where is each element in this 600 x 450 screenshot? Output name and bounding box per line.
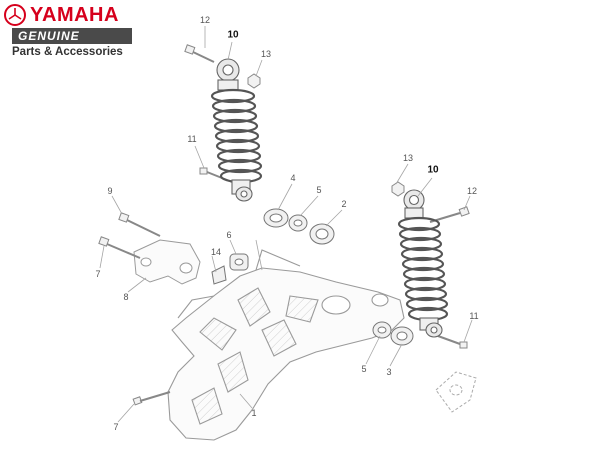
callout-13-right: 13 bbox=[402, 153, 414, 163]
bolt-7-upper bbox=[98, 236, 141, 259]
callout-5-upper: 5 bbox=[316, 185, 322, 195]
callout-2: 2 bbox=[341, 199, 347, 209]
part-3 bbox=[390, 326, 414, 346]
lower-right-mount bbox=[435, 371, 477, 413]
brand-subline: Parts & Accessories bbox=[12, 46, 123, 58]
callout-7-upper: 7 bbox=[95, 269, 101, 279]
callout-12-left: 12 bbox=[199, 15, 211, 25]
bolt-7-lower bbox=[132, 391, 171, 406]
leader-lines bbox=[99, 26, 473, 423]
shock-absorber-right bbox=[397, 189, 449, 338]
shock-absorber-left bbox=[210, 58, 263, 202]
callout-8: 8 bbox=[123, 292, 129, 302]
part-4 bbox=[263, 208, 289, 228]
callout-1: 1 bbox=[251, 408, 257, 418]
swing-arm-frame bbox=[167, 249, 405, 441]
callout-5-lower: 5 bbox=[361, 364, 367, 374]
nut-13-right bbox=[391, 181, 405, 197]
callout-4: 4 bbox=[290, 173, 296, 183]
callout-14: 14 bbox=[210, 247, 222, 257]
callout-10-left: 10 bbox=[227, 29, 239, 41]
nut-13-left bbox=[247, 73, 261, 89]
callout-7-lower: 7 bbox=[113, 422, 119, 432]
callout-12-right: 12 bbox=[466, 186, 478, 196]
callout-6: 6 bbox=[226, 230, 232, 240]
mount-bracket bbox=[133, 239, 201, 285]
brand-header: YAMAHA GENUINE Parts & Accessories bbox=[4, 4, 134, 60]
part-2 bbox=[309, 223, 335, 245]
brand-name: YAMAHA bbox=[30, 4, 119, 26]
part-5-upper bbox=[288, 214, 308, 232]
callout-3: 3 bbox=[386, 367, 392, 377]
genuine-badge: GENUINE bbox=[12, 28, 132, 44]
bolt-12-left bbox=[184, 44, 215, 63]
bolt-9 bbox=[118, 212, 161, 237]
washers-bearings bbox=[211, 208, 414, 346]
callout-11-right: 11 bbox=[469, 311, 479, 321]
part-6 bbox=[229, 253, 249, 271]
callout-13-left: 13 bbox=[260, 49, 272, 59]
tuning-fork-logo-icon bbox=[4, 4, 26, 26]
part-5-lower bbox=[372, 321, 392, 339]
bolt-11-right bbox=[437, 335, 468, 349]
callout-10-right: 10 bbox=[427, 164, 439, 176]
callout-11-left: 11 bbox=[187, 134, 197, 144]
part-14 bbox=[211, 265, 227, 285]
callout-9: 9 bbox=[107, 186, 113, 196]
bolts bbox=[98, 44, 470, 406]
